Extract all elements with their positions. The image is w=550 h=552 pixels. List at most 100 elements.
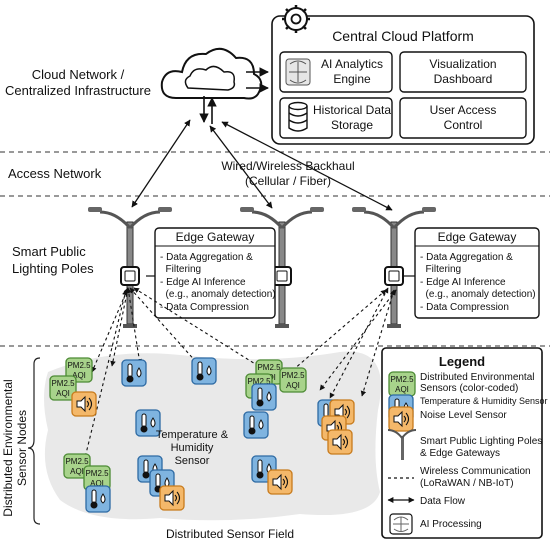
central-cloud-platform: Central Cloud Platform AI Analytics Engi… [271, 5, 535, 145]
backhaul-label: (Cellular / Fiber) [245, 174, 331, 188]
sensor-field-label: Distributed Sensor Field [166, 527, 294, 541]
legend-item-label: Wireless Communication [420, 466, 531, 477]
legend-item-label: Sensors (color-coded) [420, 383, 518, 394]
sensors-layer-label-line: Distributed Environmental [1, 379, 15, 516]
gateway-title: Edge Gateway [176, 230, 255, 244]
pm-label: PM2.5 [67, 361, 91, 370]
field-center-label-line: Humidity [171, 442, 214, 454]
gateway-line: - Edge AI Inference [420, 277, 506, 288]
sensor-layer-brace [27, 357, 41, 525]
sensor-nodes: PM2.5AQIPM2.5AQIPM2.5AQIPM2.5AQIPM2.5AQI… [49, 357, 355, 513]
module-label: User Access [430, 103, 497, 117]
gateway-title: Edge Gateway [438, 230, 517, 244]
module-label: Historical Data [313, 103, 391, 117]
gateway-line: - Edge AI Inference [160, 277, 246, 288]
legend-item-label: & Edge Gateways [420, 448, 500, 459]
field-center-label: Temperature & Humidity Sensor [156, 429, 229, 467]
sensors-layer-label-line: Sensor Nodes [15, 410, 29, 486]
thermometer-droplet-icon [85, 485, 111, 513]
backhaul-arrow [131, 119, 191, 208]
gateway-line: (e.g., anomaly detection) [420, 289, 536, 300]
backhaul-arrow [221, 121, 393, 211]
pole-icon [387, 429, 417, 460]
pm-label: PM2.5 [85, 469, 109, 478]
legend-item-label: Distributed Environmental [420, 372, 535, 383]
pm-label: AQI [70, 467, 84, 476]
ai-brain-icon [389, 513, 413, 535]
pm-label: PM2.5 [51, 379, 75, 388]
pm-label: AQI [395, 385, 409, 394]
legend-item-label: Data Flow [420, 496, 466, 507]
wireless-links [80, 287, 397, 471]
poles-layer-label-line: Smart Public [12, 244, 86, 259]
gateway-line: (e.g., anomaly detection) [160, 289, 276, 300]
module-label: Storage [331, 118, 373, 132]
legend-title: Legend [439, 354, 485, 369]
pm-label: AQI [286, 381, 300, 390]
speaker-icon [71, 391, 97, 417]
field-center-label-line: Temperature & [156, 429, 229, 441]
speaker-icon [159, 485, 185, 511]
sensor-field-area [44, 351, 381, 521]
pm-label: PM2.5 [65, 457, 89, 466]
thermometer-droplet-icon [243, 411, 269, 439]
field-center-label-line: Sensor [175, 455, 210, 467]
poles-layer-label-line: Lighting Poles [12, 261, 94, 276]
legend-item-label: Temperature & Humidity Sensor [420, 396, 548, 406]
cloud-icon [160, 47, 263, 124]
backhaul-label: Wired/Wireless Backhaul [221, 159, 354, 173]
legend-item-label: AI Processing [420, 519, 482, 530]
pm-label: AQI [56, 389, 70, 398]
access-layer-label: Access Network [8, 166, 102, 181]
cloud-layer-label: Cloud Network / Centralized Infrastructu… [5, 67, 151, 98]
gateway-line: - Data Aggregation & [420, 252, 513, 263]
gear-icon [282, 5, 310, 33]
wireless-link [285, 289, 387, 377]
sensors-layer-label: Distributed Environmental Sensor Nodes [1, 379, 29, 516]
module-label: Control [444, 118, 483, 132]
pm-label: AQI [90, 479, 104, 488]
platform-title: Central Cloud Platform [332, 28, 474, 44]
gateway-line: - Data Compression [420, 302, 509, 313]
module-label: Engine [333, 72, 371, 86]
module-label: Dashboard [434, 72, 493, 86]
pm-label: PM2.5 [390, 375, 414, 384]
legend-item-label: Noise Level Sensor [420, 410, 507, 421]
speaker-icon [327, 429, 353, 455]
speaker-icon [388, 406, 414, 432]
edge-gateway-box-left: Edge Gateway - Data Aggregation & Filter… [154, 227, 276, 319]
poles-layer-label: Smart Public Lighting Poles [12, 244, 94, 276]
legend-item-label: Smart Public Lighting Poles [420, 436, 542, 447]
gateway-line: - Data Compression [160, 302, 249, 313]
cloud-layer-label-line: Cloud Network / [32, 67, 125, 82]
thermometer-droplet-icon [251, 383, 277, 411]
pm-label: PM2.5 [257, 363, 281, 372]
thermometer-droplet-icon [121, 359, 147, 387]
cloud-layer-label-line: Centralized Infrastructure [5, 83, 151, 98]
module-visualization-dashboard [399, 51, 527, 93]
pm-label: PM2.5 [247, 377, 271, 386]
gateway-line: Filtering [160, 264, 201, 275]
pm-label: PM2.5 [281, 371, 305, 380]
module-user-access [399, 97, 527, 139]
module-label: Visualization [429, 57, 496, 71]
module-label: AI Analytics [321, 57, 383, 71]
speaker-icon [267, 469, 293, 495]
pm-label: AQI [72, 371, 86, 380]
legend-item-label: (LoRaWAN / NB-IoT) [420, 478, 514, 489]
wireless-link [133, 287, 269, 373]
thermometer-droplet-icon [191, 357, 217, 385]
edge-gateway-box-right: Edge Gateway - Data Aggregation & Filter… [414, 227, 540, 319]
brain-chip-icon [285, 58, 311, 86]
gateway-line: Filtering [420, 264, 461, 275]
wireless-link [80, 289, 128, 471]
thermometer-droplet-icon [135, 409, 161, 437]
gateway-line: - Data Aggregation & [160, 252, 253, 263]
lighting-pole-icon [88, 207, 172, 328]
